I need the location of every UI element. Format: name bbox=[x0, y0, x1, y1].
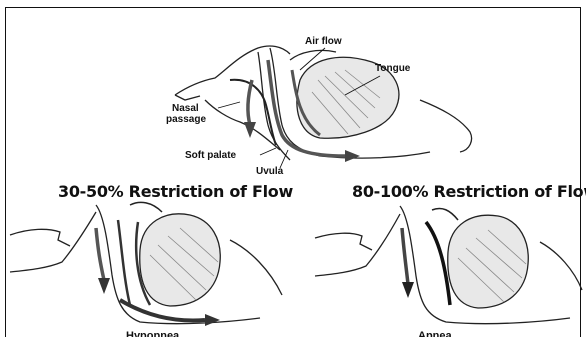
hypopnea-caption: Hypopnea bbox=[126, 330, 179, 337]
air-flow-label: Air flow bbox=[305, 36, 342, 47]
tongue-label: Tongue bbox=[375, 63, 410, 74]
left-heading: 30-50% Restriction of Flow bbox=[58, 183, 293, 201]
apnea-airway-illustration bbox=[315, 206, 582, 324]
nasal-passage-label-line1: Nasal bbox=[172, 103, 199, 114]
apnea-caption: Apnea bbox=[418, 330, 452, 337]
right-heading: 80-100% Restriction of Flow bbox=[352, 183, 586, 201]
airflow-arrowheads-right bbox=[402, 282, 414, 298]
tongue-shape bbox=[140, 214, 221, 306]
normal-airway-illustration bbox=[175, 46, 472, 160]
hypopnea-airway-illustration bbox=[10, 202, 282, 323]
uvula-label: Uvula bbox=[256, 166, 283, 177]
nasal-passage-label-line2: passage bbox=[166, 114, 206, 125]
airflow-arrows-right bbox=[402, 228, 408, 284]
tongue-shape bbox=[448, 215, 529, 308]
soft-palate-label: Soft palate bbox=[185, 150, 236, 161]
